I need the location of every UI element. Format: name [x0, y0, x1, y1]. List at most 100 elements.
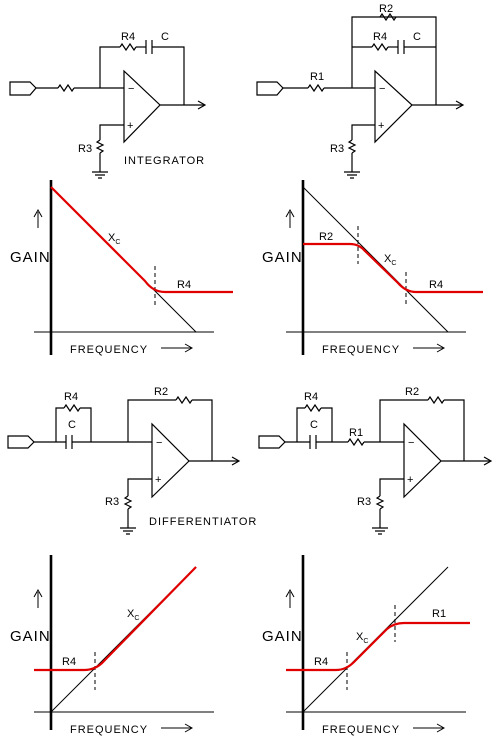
gain-response-curve — [286, 621, 470, 672]
gain-arrow — [285, 208, 295, 228]
ground-symbol — [344, 171, 360, 179]
gain-response-curve — [303, 242, 483, 294]
minus-sign: − — [156, 437, 162, 449]
output-arrow — [455, 100, 465, 110]
xc-label: XC — [127, 608, 139, 622]
ground-symbol — [92, 171, 108, 179]
resistor-r4 — [119, 42, 137, 52]
r4-plateau-label: R4 — [314, 656, 328, 668]
resistor-r1 — [307, 83, 325, 93]
input-terminal — [256, 81, 284, 96]
differentiator-circuit-limited: R4 C R1 R2 − + R3 — [258, 386, 493, 535]
xc-label: XC — [108, 232, 120, 246]
input-terminal — [258, 435, 286, 449]
differentiator-circuit-basic: R4 C R2 − + R3 DIFFERENTIATOR — [7, 386, 257, 535]
integrator-circuit-basic: R4 C − + R3 INTEGRATOR — [9, 31, 207, 179]
op-amp — [151, 422, 190, 499]
op-amp — [403, 422, 442, 499]
resistor-r4 — [371, 42, 389, 52]
plus-sign: + — [155, 474, 161, 486]
op-amp — [374, 69, 413, 144]
frequency-arrow — [413, 343, 446, 353]
output-arrow — [197, 100, 207, 110]
r3-label: R3 — [357, 496, 371, 508]
frequency-label: FREQUENCY — [70, 724, 148, 736]
c-label: C — [310, 419, 318, 431]
ground-symbol — [120, 527, 136, 535]
frequency-arrow — [413, 723, 446, 733]
r3-label: R3 — [105, 496, 119, 508]
r4-label: R4 — [121, 31, 135, 43]
resistor-r4 — [63, 403, 81, 413]
op-amp — [123, 69, 161, 144]
output-arrow — [483, 456, 493, 466]
xc-label: XC — [384, 253, 396, 267]
integrator-response-plot: GAIN FREQUENCY XC R4 — [10, 180, 233, 356]
resistor-r2 — [427, 395, 445, 405]
c-label: C — [68, 419, 76, 431]
capacitor-c — [65, 435, 73, 449]
plus-sign: + — [127, 120, 133, 132]
minus-sign: − — [128, 83, 134, 95]
frequency-label: FREQUENCY — [322, 344, 400, 356]
c-label: C — [413, 31, 421, 43]
gain-label: GAIN — [10, 249, 51, 266]
resistor-r1 — [347, 437, 365, 447]
r4-plateau-label: R4 — [429, 279, 443, 291]
r4-plateau-label: R4 — [62, 656, 76, 668]
c-label: C — [161, 31, 169, 43]
differentiator-caption: DIFFERENTIATOR — [149, 516, 257, 528]
gain-label: GAIN — [262, 628, 303, 645]
input-terminal — [7, 435, 35, 449]
resistor-r3 — [347, 139, 357, 154]
r2-plateau-label: R2 — [319, 231, 333, 243]
gain-arrow — [285, 588, 295, 608]
output-arrow — [231, 456, 241, 466]
integrator-circuit-limited: R2 R4 C R1 − + R3 — [256, 3, 465, 179]
capacitor-c — [145, 40, 153, 54]
r4-label: R4 — [373, 31, 387, 43]
minus-sign: − — [379, 83, 385, 95]
r3-label: R3 — [330, 143, 344, 155]
r2-label: R2 — [154, 386, 168, 398]
input-terminal — [9, 81, 37, 96]
r2-label: R2 — [405, 386, 419, 398]
frequency-label: FREQUENCY — [322, 724, 400, 736]
limited-integrator-response-plot: GAIN FREQUENCY R2 XC R4 — [262, 180, 483, 356]
resistor-r2 — [379, 12, 397, 22]
resistor-r4 — [304, 403, 322, 413]
gain-response-curve — [50, 186, 233, 294]
ground-symbol — [372, 527, 388, 535]
r3-label: R3 — [78, 143, 92, 155]
limited-differentiator-response-plot: GAIN FREQUENCY R4 XC R1 — [262, 555, 470, 736]
gain-arrow — [33, 208, 43, 228]
r1-plateau-label: R1 — [432, 608, 446, 620]
resistor-r3 — [375, 495, 385, 510]
frequency-arrow — [161, 343, 194, 353]
asymptote-line — [302, 186, 449, 333]
differentiator-response-plot: GAIN FREQUENCY R4 XC — [10, 555, 214, 736]
input-resistor — [57, 83, 75, 93]
plus-sign: + — [378, 120, 384, 132]
r4-label: R4 — [304, 391, 318, 403]
frequency-label: FREQUENCY — [70, 344, 148, 356]
gain-label: GAIN — [262, 249, 303, 266]
r4-label: R4 — [64, 391, 78, 403]
r2-label: R2 — [379, 3, 393, 15]
r1-label: R1 — [310, 71, 324, 83]
resistor-r3 — [95, 139, 105, 154]
resistor-r2 — [175, 395, 193, 405]
gain-arrow — [33, 588, 43, 608]
r4-plateau-label: R4 — [177, 279, 191, 291]
plus-sign: + — [407, 474, 413, 486]
gain-label: GAIN — [10, 628, 51, 645]
capacitor-c — [397, 40, 405, 54]
minus-sign: − — [408, 437, 414, 449]
capacitor-c — [309, 435, 317, 449]
xc-label: XC — [356, 631, 368, 645]
frequency-arrow — [161, 723, 194, 733]
resistor-r3 — [123, 495, 133, 510]
integrator-caption: INTEGRATOR — [124, 155, 205, 167]
gain-response-curve — [34, 566, 197, 672]
